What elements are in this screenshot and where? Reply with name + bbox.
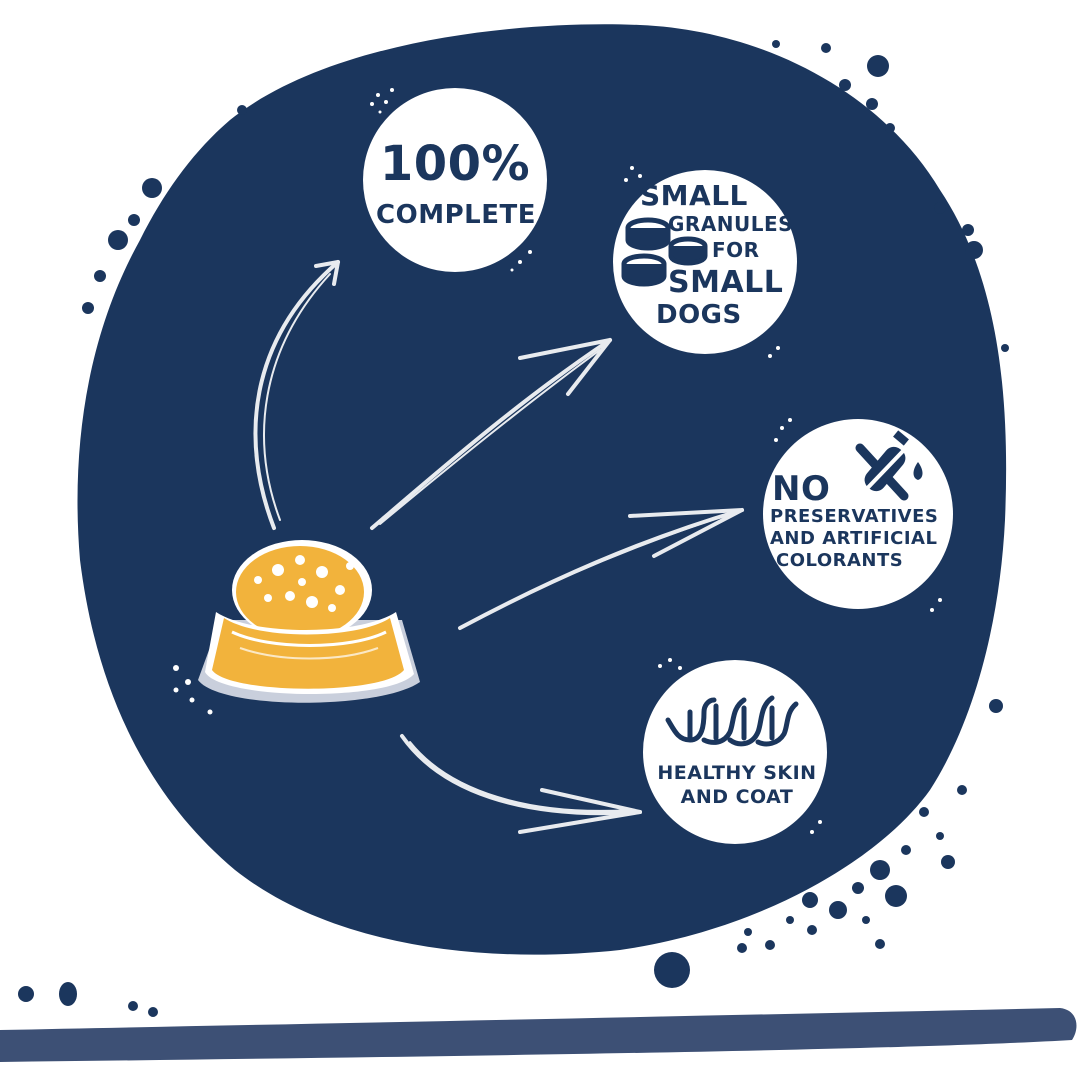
preservatives-line-4: COLORANTS — [776, 550, 904, 571]
hair-follicle-icon — [665, 695, 799, 747]
granules-line-2: GRANULES — [668, 212, 794, 236]
granules-line-4: SMALL — [668, 265, 784, 300]
skin-line-2: AND COAT — [680, 786, 794, 808]
no-test-tube-icon — [854, 430, 923, 502]
granules-line-5: DOGS — [656, 300, 742, 330]
granules-line-3: FOR — [712, 238, 760, 262]
badge-preservatives — [763, 418, 953, 612]
arrow-to-preservatives — [458, 508, 744, 630]
preservatives-line-2: PRESERVATIVES — [770, 506, 939, 527]
granules-stack-icon — [621, 217, 708, 287]
arrows — [253, 260, 744, 834]
bottom-brush-stroke — [0, 1008, 1077, 1062]
arrow-to-skin — [400, 734, 642, 834]
arrow-to-complete — [253, 260, 340, 530]
complete-title: 100% — [379, 136, 531, 192]
arrow-to-granules — [370, 338, 612, 530]
granules-line-1: SMALL — [640, 179, 748, 212]
food-bowl-icon — [173, 540, 420, 715]
preservatives-line-1: NO — [772, 469, 831, 509]
decorative-dots — [18, 40, 1009, 1017]
badge-complete — [363, 88, 547, 272]
complete-subtitle: COMPLETE — [376, 200, 536, 230]
badge-skin — [643, 658, 827, 844]
badge-granules — [613, 166, 797, 358]
skin-line-1: HEALTHY SKIN — [657, 762, 817, 784]
preservatives-line-3: AND ARTIFICIAL — [770, 528, 938, 549]
